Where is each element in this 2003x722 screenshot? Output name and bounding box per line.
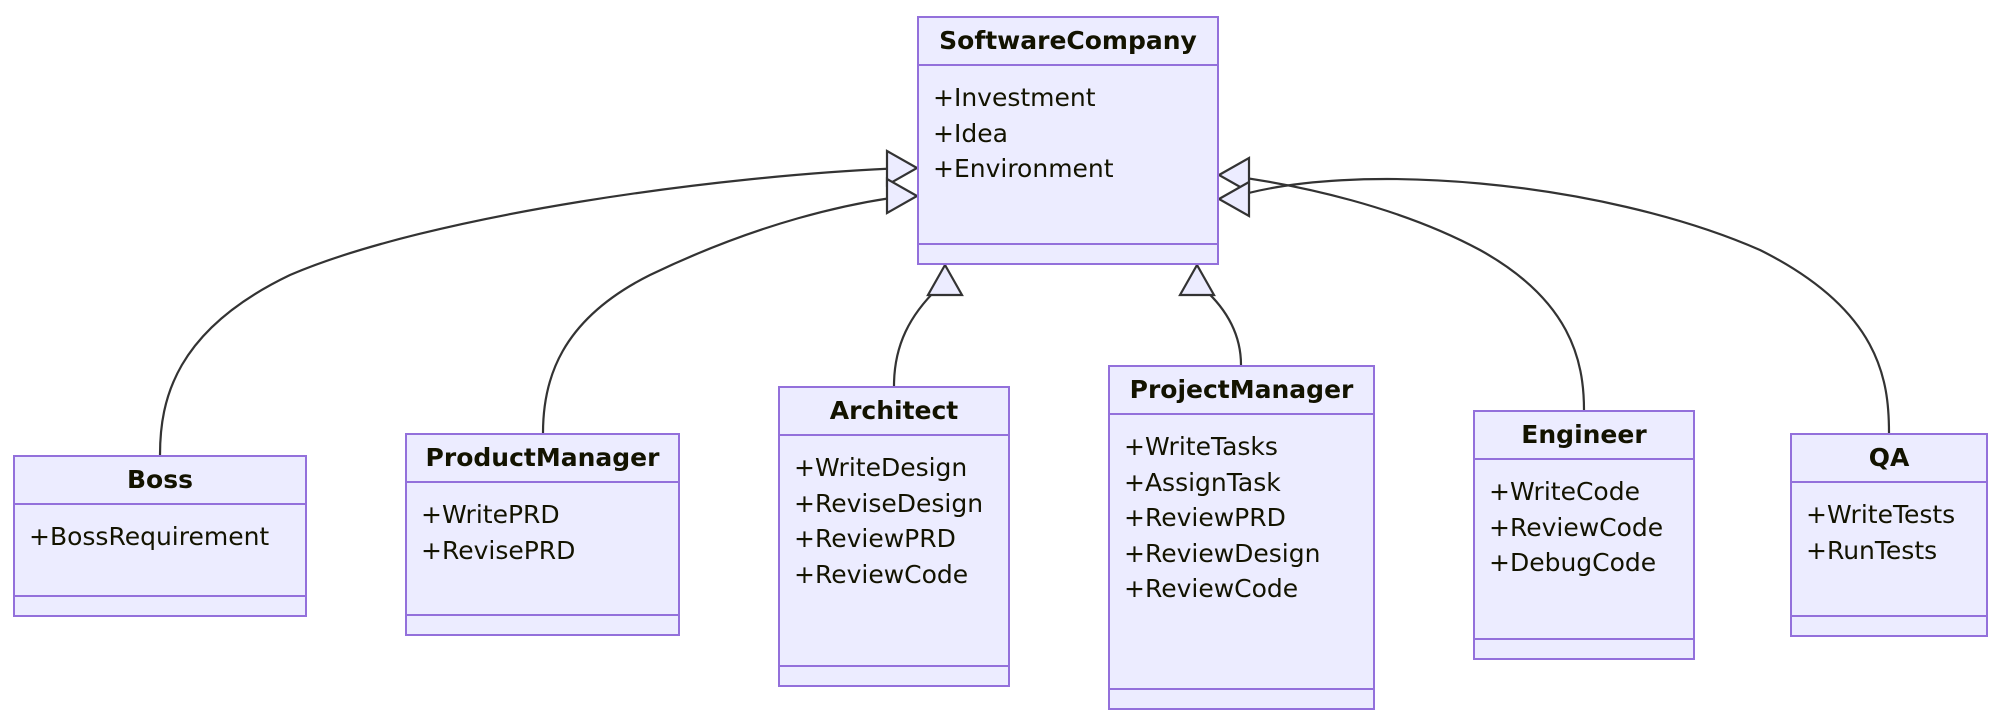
uml-class-name-product-manager: ProductManager <box>407 435 678 483</box>
uml-attribute: +ReviewPRD <box>794 524 956 553</box>
edge-architect-arrowhead-icon <box>926 262 964 297</box>
uml-attribute: +DebugCode <box>1489 548 1657 577</box>
uml-class-name-boss: Boss <box>15 457 305 505</box>
uml-attributes-product-manager: +WritePRD +RevisePRD <box>407 483 678 616</box>
uml-attribute: +WriteDesign <box>794 453 968 482</box>
uml-attribute: +ReviewCode <box>794 559 969 589</box>
uml-attribute: +WritePRD <box>421 500 560 529</box>
edge-boss-arrowhead-icon <box>885 149 920 187</box>
uml-attribute: +ReviewDesign <box>1124 538 1321 568</box>
edge-engineer-arrowhead-icon <box>1216 156 1251 194</box>
uml-class-engineer[interactable]: Engineer +WriteCode +ReviewCode +DebugCode <box>1473 410 1695 660</box>
uml-attribute: +WriteTests <box>1806 500 1956 529</box>
uml-class-product-manager[interactable]: ProductManager +WritePRD +RevisePRD <box>405 433 680 636</box>
edge-product-manager-arrowhead-icon <box>885 177 920 215</box>
uml-attribute: +ReviseDesign <box>794 488 984 518</box>
uml-methods-boss <box>15 597 305 615</box>
uml-attribute: +WriteTasks <box>1124 432 1278 461</box>
uml-methods-software-company <box>919 245 1217 263</box>
uml-attribute: +RunTests <box>1806 535 1938 565</box>
uml-class-name-qa: QA <box>1792 435 1986 483</box>
uml-class-software-company[interactable]: SoftwareCompany +Investment +Idea +Environm… <box>917 16 1219 265</box>
uml-attributes-engineer: +WriteCode +ReviewCode +DebugCode <box>1475 460 1693 640</box>
uml-class-qa[interactable]: QA +WriteTests +RunTests <box>1790 433 1988 637</box>
uml-attributes-software-company: +Investment +Idea +Environment <box>919 66 1217 245</box>
uml-attribute: +Environment <box>933 154 1114 183</box>
uml-class-architect[interactable]: Architect +WriteDesign +ReviseDesign +Revie… <box>778 386 1010 687</box>
uml-attribute: +ReviewCode <box>1489 512 1664 542</box>
uml-methods-qa <box>1792 617 1986 635</box>
uml-class-boss[interactable]: Boss +BossRequirement <box>13 455 307 617</box>
edge-project-manager <box>1202 287 1243 366</box>
uml-attributes-architect: +WriteDesign +ReviseDesign +ReviewPRD +Revi… <box>780 436 1008 667</box>
uml-attribute: +BossRequirement <box>29 522 270 551</box>
uml-methods-project-manager <box>1110 690 1373 708</box>
uml-class-name-engineer: Engineer <box>1475 412 1693 460</box>
uml-attribute: +Idea <box>933 118 1008 148</box>
uml-attribute: +WriteCode <box>1489 477 1640 506</box>
uml-attributes-qa: +WriteTests +RunTests <box>1792 483 1986 617</box>
uml-methods-architect <box>780 667 1008 685</box>
uml-class-name-software-company: SoftwareCompany <box>919 18 1217 66</box>
uml-attribute: +ReviewPRD <box>1124 503 1286 532</box>
uml-attribute: +ReviewCode <box>1124 574 1299 603</box>
uml-attribute: +Investment <box>933 83 1096 112</box>
uml-class-name-architect: Architect <box>780 388 1008 436</box>
uml-attribute: +RevisePRD <box>421 535 576 565</box>
edge-project-manager-arrowhead-icon <box>1178 262 1216 297</box>
uml-attribute: +AssignTask <box>1124 467 1281 497</box>
edge-qa-arrowhead-icon <box>1216 180 1251 218</box>
uml-class-name-project-manager: ProjectManager <box>1110 367 1373 415</box>
uml-methods-product-manager <box>407 616 678 634</box>
uml-attributes-project-manager: +WriteTasks +AssignTask +ReviewPRD +ReviewD… <box>1110 415 1373 690</box>
edge-architect <box>892 287 939 387</box>
uml-attributes-boss: +BossRequirement <box>15 505 305 597</box>
uml-class-project-manager[interactable]: ProjectManager +WriteTasks +AssignTask +Rev… <box>1108 365 1375 710</box>
uml-methods-engineer <box>1475 640 1693 658</box>
